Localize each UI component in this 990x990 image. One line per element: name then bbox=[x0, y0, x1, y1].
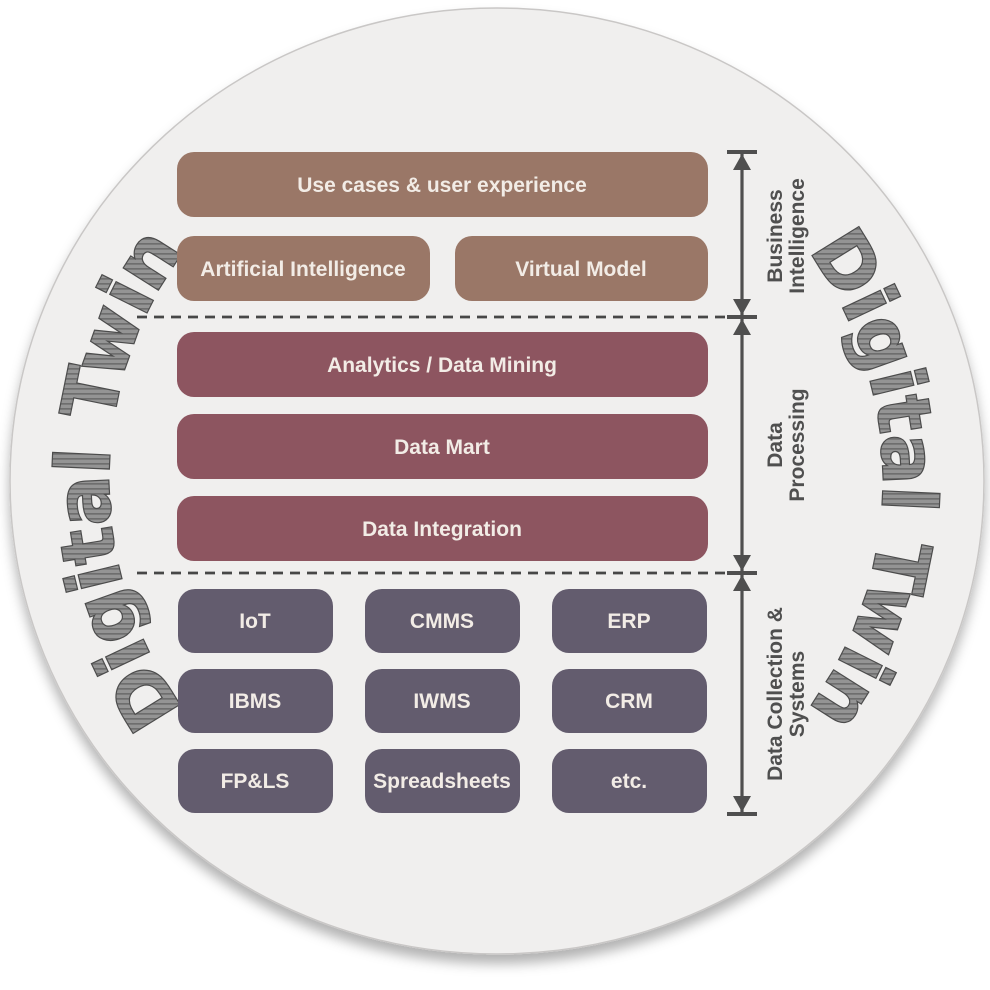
cmms-label: CMMS bbox=[410, 610, 474, 633]
fpls-label: FP&LS bbox=[221, 770, 290, 793]
arrow-head-down-icon bbox=[733, 796, 751, 812]
data-collection-section: IoT CMMS ERP IBMS IWMS CRM FP&LS Spreads… bbox=[178, 589, 707, 813]
data-mart-label: Data Mart bbox=[394, 436, 490, 459]
data-integration-box bbox=[177, 496, 708, 561]
business-intelligence-axis-label: Business Intelligence bbox=[764, 178, 809, 294]
crm-box bbox=[552, 669, 707, 733]
arrow-crossbar-junction-2 bbox=[727, 571, 757, 575]
analytics-box bbox=[177, 332, 708, 397]
artificial-intelligence-label: Artificial Intelligence bbox=[200, 258, 405, 281]
arrow-head-down-icon bbox=[733, 299, 751, 315]
data-mart-box bbox=[177, 414, 708, 479]
arrow-crossbar-bottom bbox=[727, 812, 757, 816]
data-processing-section: Analytics / Data Mining Data Mart Data I… bbox=[177, 332, 708, 561]
erp-box bbox=[552, 589, 707, 653]
spreadsheets-box bbox=[365, 749, 520, 813]
data-processing-axis-label: Data Processing bbox=[764, 388, 809, 501]
iwms-label: IWMS bbox=[413, 690, 470, 713]
fpls-box bbox=[178, 749, 333, 813]
use-cases-box bbox=[177, 152, 708, 217]
etc-label: etc. bbox=[611, 770, 647, 793]
spreadsheets-label: Spreadsheets bbox=[373, 770, 511, 793]
erp-label: ERP bbox=[607, 610, 650, 633]
etc-box bbox=[552, 749, 707, 813]
ibms-box bbox=[178, 669, 333, 733]
axis-label-line: Processing bbox=[786, 388, 809, 501]
axis-label-line: Systems bbox=[786, 651, 809, 737]
ibms-label: IBMS bbox=[229, 690, 282, 713]
arrow-head-up-icon bbox=[733, 319, 751, 335]
virtual-model-label: Virtual Model bbox=[515, 258, 646, 281]
axis-label-line: Data Collection & bbox=[764, 607, 787, 781]
section-extent-arrows bbox=[727, 150, 757, 816]
business-intelligence-section: Use cases & user experience Artificial I… bbox=[177, 152, 708, 301]
analytics-label: Analytics / Data Mining bbox=[327, 354, 557, 377]
virtual-model-box bbox=[455, 236, 708, 301]
use-cases-label: Use cases & user experience bbox=[297, 174, 587, 197]
data-collection-axis-label: Data Collection & Systems bbox=[764, 607, 809, 781]
iwms-box bbox=[365, 669, 520, 733]
arrow-crossbar-top bbox=[727, 150, 757, 154]
axis-label-line: Intelligence bbox=[786, 178, 809, 294]
arrow-head-up-icon bbox=[733, 154, 751, 170]
iot-box bbox=[178, 589, 333, 653]
arrow-crossbar-junction-1 bbox=[727, 315, 757, 319]
arrow-head-up-icon bbox=[733, 575, 751, 591]
data-integration-label: Data Integration bbox=[362, 518, 522, 541]
iot-label: IoT bbox=[239, 610, 271, 633]
arrow-head-down-icon bbox=[733, 555, 751, 571]
axis-label-line: Business bbox=[764, 189, 787, 282]
artificial-intelligence-box bbox=[177, 236, 430, 301]
axis-label-line: Data bbox=[764, 422, 787, 468]
cmms-box bbox=[365, 589, 520, 653]
crm-label: CRM bbox=[605, 690, 653, 713]
